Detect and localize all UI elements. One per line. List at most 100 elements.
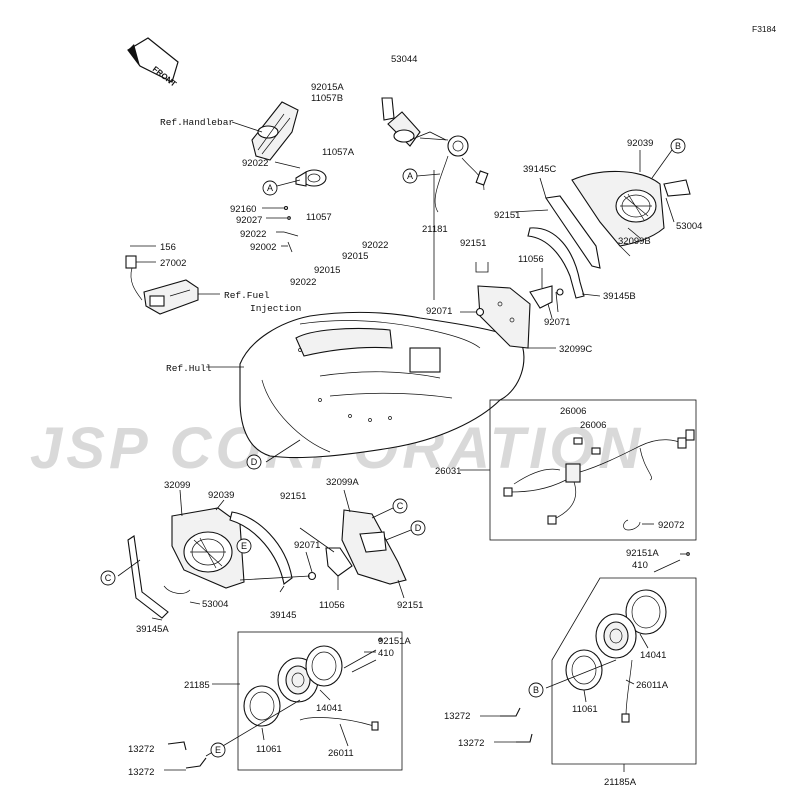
svg-text:C: C xyxy=(397,501,404,511)
front-arrow-icon: FRONT xyxy=(127,37,179,89)
callout-c-2: C xyxy=(100,570,116,586)
part-92002: 92002 xyxy=(250,242,276,253)
part-32099b: 32099B xyxy=(618,236,651,247)
key-switch-assembly xyxy=(381,97,489,213)
svg-text:B: B xyxy=(533,685,539,695)
speaker-box-21185a xyxy=(551,577,697,765)
part-53044: 53044 xyxy=(391,54,417,65)
svg-text:B: B xyxy=(675,141,681,151)
part-92160: 92160 xyxy=(230,204,256,215)
part-92071-a: 92071 xyxy=(426,306,452,317)
part-26011a: 26011A xyxy=(636,680,669,691)
part-92071-c: 92071 xyxy=(294,540,320,551)
part-13272-d: 13272 xyxy=(458,738,484,749)
part-92022-c: 92022 xyxy=(362,240,388,251)
part-92151a-right: 92151A xyxy=(626,548,659,559)
part-26011: 26011 xyxy=(328,748,354,759)
part-32099: 32099 xyxy=(164,480,190,491)
part-26031: 26031 xyxy=(435,466,461,477)
trim-39145b xyxy=(527,227,585,299)
clamp-92072 xyxy=(623,519,641,531)
callout-c-1: C xyxy=(392,498,408,514)
part-92071-b: 92071 xyxy=(544,317,570,328)
svg-text:A: A xyxy=(407,171,413,181)
ref-fuel-injection-label-1: Ref.Fuel xyxy=(224,290,270,301)
part-32099c: 32099C xyxy=(559,344,592,355)
svg-text:C: C xyxy=(105,573,112,583)
part-92015-a: 92015 xyxy=(342,251,368,262)
hull-deck xyxy=(239,311,525,459)
connector-13272-a xyxy=(167,741,187,751)
callout-d-1: D xyxy=(246,454,262,470)
part-21185a: 21185A xyxy=(604,777,637,788)
connector-13272-b xyxy=(185,757,207,769)
callout-d-2: D xyxy=(410,520,426,536)
ref-fuel-injection-label-2: Injection xyxy=(250,303,301,314)
part-13272-a: 13272 xyxy=(128,744,154,755)
part-53004-bottom: 53004 xyxy=(202,599,228,610)
callout-e-2: E xyxy=(210,742,226,758)
part-92151-c: 92151 xyxy=(280,491,306,502)
part-53004-top: 53004 xyxy=(676,221,702,232)
part-39145b: 39145B xyxy=(603,291,636,302)
part-410-right: 410 xyxy=(632,560,648,571)
part-11056-bottom: 11056 xyxy=(319,600,345,611)
svg-text:E: E xyxy=(215,745,221,755)
trim-39145a xyxy=(127,535,169,619)
callout-a-1: A xyxy=(262,180,278,196)
svg-text:D: D xyxy=(251,457,258,467)
part-92151a-left: 92151A xyxy=(378,636,411,647)
part-92039-bottom: 92039 xyxy=(208,490,234,501)
speaker-21185a xyxy=(565,589,667,723)
part-32099a: 32099A xyxy=(326,477,359,488)
part-27002: 27002 xyxy=(160,258,186,269)
part-92039-top: 92039 xyxy=(627,138,653,149)
callout-b-1: B xyxy=(670,138,686,154)
part-92015a-top: 92015A xyxy=(311,82,344,93)
part-13272-c: 13272 xyxy=(444,711,470,722)
bracket-11056-bottom xyxy=(325,547,353,577)
part-26006-a: 26006 xyxy=(560,406,586,417)
part-11057: 11057 xyxy=(306,212,332,223)
trim-39145c xyxy=(545,195,601,269)
part-11057b: 11057B xyxy=(311,93,343,104)
part-26006-b: 26006 xyxy=(580,420,606,431)
callout-a-2: A xyxy=(402,168,418,184)
svg-text:E: E xyxy=(241,541,247,551)
handlebar-switch-assembly xyxy=(251,101,327,187)
part-11056-top: 11056 xyxy=(518,254,544,265)
part-11061-right: 11061 xyxy=(572,704,598,715)
ref-handlebar-label: Ref.Handlebar xyxy=(160,117,234,128)
bracket-53004 xyxy=(163,585,191,594)
part-92072: 92072 xyxy=(658,520,684,531)
svg-text:A: A xyxy=(267,183,273,193)
bracket-11056-top xyxy=(529,285,553,309)
part-39145: 39145 xyxy=(270,610,296,621)
connector-13272-d xyxy=(516,733,533,743)
part-92015-b: 92015 xyxy=(314,265,340,276)
part-410-left: 410 xyxy=(378,648,394,659)
part-92151-a: 92151 xyxy=(494,210,520,221)
part-156: 156 xyxy=(160,242,176,253)
part-39145c: 39145C xyxy=(523,164,556,175)
part-11057a: 11057A xyxy=(322,147,355,158)
speaker-cover-32099b xyxy=(571,170,691,257)
part-92027: 92027 xyxy=(236,215,262,226)
speaker-21185 xyxy=(243,645,379,731)
ref-hull-label: Ref.Hull xyxy=(166,363,212,374)
trim-39145 xyxy=(229,511,293,585)
side-cover-32099a xyxy=(341,509,407,585)
part-39145a: 39145A xyxy=(136,624,169,635)
svg-text:D: D xyxy=(415,523,422,533)
part-21185: 21185 xyxy=(184,680,210,691)
speaker-harness-26031 xyxy=(503,429,695,525)
part-21181: 21181 xyxy=(422,224,448,235)
part-92151-b: 92151 xyxy=(460,238,486,249)
part-13272-b: 13272 xyxy=(128,767,154,778)
connector-13272-c xyxy=(500,707,521,717)
part-92151-d: 92151 xyxy=(397,600,423,611)
part-92022-a: 92022 xyxy=(242,158,268,169)
part-92022-d: 92022 xyxy=(290,277,316,288)
speaker-box-21185 xyxy=(237,631,403,771)
callout-e-1: E xyxy=(236,538,252,554)
